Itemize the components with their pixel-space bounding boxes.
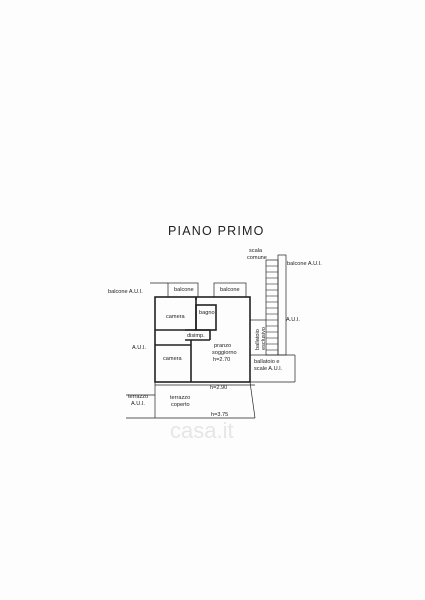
- watermark: casa.it: [170, 418, 234, 443]
- label-height-lower: h=2.90: [210, 385, 227, 391]
- label-soggiorno: soggiorno: [212, 350, 237, 356]
- label-camera-bottom: camera: [163, 356, 183, 362]
- label-scala-2: comune: [247, 255, 267, 261]
- apartment-walls: [126, 282, 256, 419]
- label-balcone-aui-left: balcone A.U.I.: [108, 289, 143, 295]
- label-aui-right: A.U.I.: [286, 317, 300, 323]
- label-balcone-left: balcone: [174, 287, 194, 293]
- staircase: [250, 254, 296, 383]
- label-terrazzo-aui-1: terrazzo: [128, 394, 148, 400]
- label-height-main: h=2.70: [213, 357, 230, 363]
- label-ballatoio-vertical-2: esclusivo: [261, 327, 267, 350]
- plan-title: PIANO PRIMO: [168, 224, 265, 238]
- label-ballatoio-scale-1: ballatoio e: [254, 359, 280, 365]
- label-camera-top: camera: [166, 314, 186, 320]
- label-terrazzo-coperto-2: coperto: [171, 402, 190, 408]
- label-ballatoio-scale-2: scale A.U.I.: [254, 366, 283, 372]
- label-balcone-right: balcone: [220, 287, 240, 293]
- label-disimpegno: disimp.: [187, 333, 205, 339]
- label-terrazzo-aui-2: A.U.I.: [131, 401, 145, 407]
- label-height-terrazzo: h=3.75: [211, 412, 228, 418]
- label-bagno: bagno: [199, 310, 215, 316]
- label-terrazzo-coperto-1: terrazzo: [170, 395, 190, 401]
- label-balcone-aui-right: balcone A.U.I.: [287, 261, 322, 267]
- label-scala-1: scala: [249, 248, 263, 254]
- label-pranzo: pranzo: [214, 343, 231, 349]
- label-ballatoio-vertical: ballatoio: [255, 329, 261, 350]
- label-aui-left: A.U.I.: [132, 345, 146, 351]
